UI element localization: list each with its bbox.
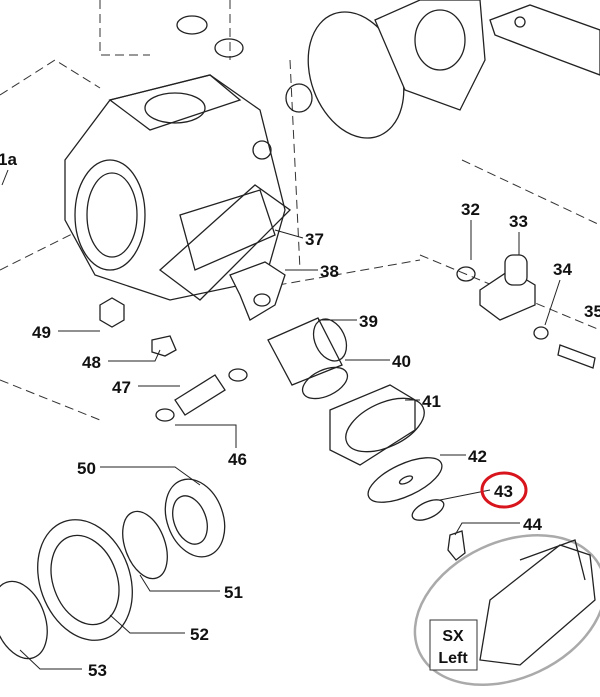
gasket-and-lever (158, 184, 292, 321)
pump-housing (64, 74, 286, 301)
sx-left-inset: SX Left (413, 534, 600, 686)
part-label-48[interactable]: 48 (82, 353, 101, 372)
part-label-46[interactable]: 46 (228, 450, 247, 469)
leader-lines (1, 169, 561, 670)
part-label-47[interactable]: 47 (112, 378, 131, 397)
inset-label-line1: SX (442, 628, 464, 645)
part-label-50[interactable]: 50 (77, 459, 96, 478)
bearings (0, 478, 226, 660)
part-label-43[interactable]: 43 (494, 482, 513, 501)
part-label-33[interactable]: 33 (509, 212, 528, 231)
small-parts-left (99, 297, 248, 422)
part-labels: 1a 32 33 34 35 37 38 39 40 41 42 43 44 4… (0, 150, 600, 680)
part-label-39[interactable]: 39 (359, 312, 378, 331)
part-label-32[interactable]: 32 (461, 200, 480, 219)
part-label-41[interactable]: 41 (422, 392, 441, 411)
inset-label-line2: Left (438, 650, 468, 667)
part-label-1a[interactable]: 1a (0, 150, 17, 169)
part-label-35[interactable]: 35 (584, 302, 600, 321)
part-label-38[interactable]: 38 (320, 262, 339, 281)
part-label-34[interactable]: 34 (553, 260, 572, 279)
piston-stack (267, 317, 466, 561)
part-label-44[interactable]: 44 (523, 515, 542, 534)
part-label-52[interactable]: 52 (190, 625, 209, 644)
part-label-37[interactable]: 37 (305, 230, 324, 249)
part-label-51[interactable]: 51 (224, 583, 243, 602)
part-label-40[interactable]: 40 (392, 352, 411, 371)
highlight-circle-43 (480, 471, 528, 509)
part-label-53[interactable]: 53 (88, 661, 107, 680)
part-label-49[interactable]: 49 (32, 323, 51, 342)
fittings-group (456, 254, 596, 369)
mounting-bracket (489, 4, 600, 76)
part-label-42[interactable]: 42 (468, 447, 487, 466)
pump-cover (374, 0, 486, 111)
